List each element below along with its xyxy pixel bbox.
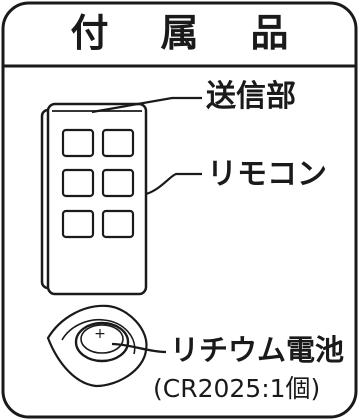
remote-leader-line bbox=[145, 172, 202, 196]
title-char: 属 bbox=[160, 11, 199, 55]
remote-label: リモコン bbox=[207, 157, 327, 192]
battery-plus-symbol: + bbox=[94, 326, 106, 342]
battery-package-fold bbox=[61, 318, 136, 355]
remote-button bbox=[61, 168, 95, 198]
battery-cell-inner bbox=[80, 324, 124, 354]
remote-button bbox=[61, 209, 95, 239]
transmitter-leader-line bbox=[91, 96, 202, 114]
title-char: 付 bbox=[70, 11, 109, 55]
remote-buttons bbox=[61, 128, 135, 239]
title-char: 品 bbox=[250, 11, 289, 55]
remote-button bbox=[101, 168, 135, 198]
remote-button bbox=[101, 128, 135, 158]
remote-button bbox=[101, 209, 135, 239]
transmitter-label: 送信部 bbox=[206, 79, 296, 114]
battery-leader-line bbox=[111, 342, 167, 354]
remote-button bbox=[61, 128, 95, 158]
battery-label: リチウム電池 bbox=[170, 333, 345, 367]
battery-spec-label: (CR2025:1個) bbox=[153, 374, 321, 403]
page-title: 付 属 品 bbox=[4, 2, 355, 64]
